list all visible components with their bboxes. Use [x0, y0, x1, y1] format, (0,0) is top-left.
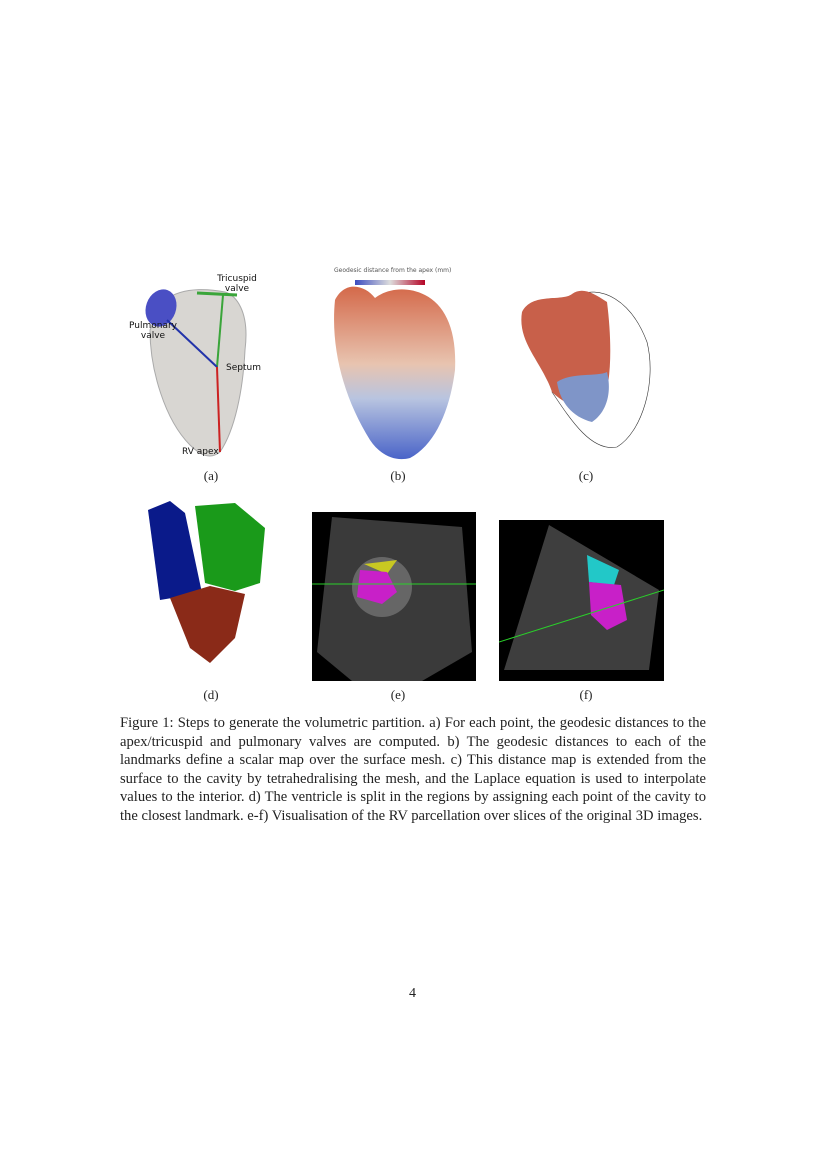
echo-slice-f-image [499, 520, 664, 681]
pulmonary-valve-label: Pulmonary valve [129, 321, 177, 341]
rv-apex-label: RV apex [182, 447, 219, 457]
tetrahedral-mesh-image [521, 290, 651, 448]
geodesic-distance-map-image [334, 286, 456, 460]
page-number: 4 [409, 986, 416, 1001]
subfigure-label-a: (a) [203, 468, 219, 483]
subfigure-label-f: (f) [579, 687, 593, 702]
echo-slice-e-image [312, 512, 476, 681]
ventricle-partition-image [148, 501, 265, 663]
colorbar-title: Geodesic distance from the apex (mm) [334, 267, 452, 274]
figure-caption: Figure 1: Steps to generate the volumetr… [120, 715, 706, 824]
subfigure-label-e: (e) [390, 687, 406, 702]
subfigure-label-c: (c) [578, 468, 594, 483]
septum-label: Septum [226, 363, 261, 373]
subfigure-label-b: (b) [390, 468, 406, 483]
heart-mesh-landmarks-image [145, 289, 247, 457]
colorbar [355, 280, 425, 285]
subfigure-label-d: (d) [203, 687, 219, 702]
tricuspid-valve-label: Tricuspid valve [217, 274, 257, 294]
